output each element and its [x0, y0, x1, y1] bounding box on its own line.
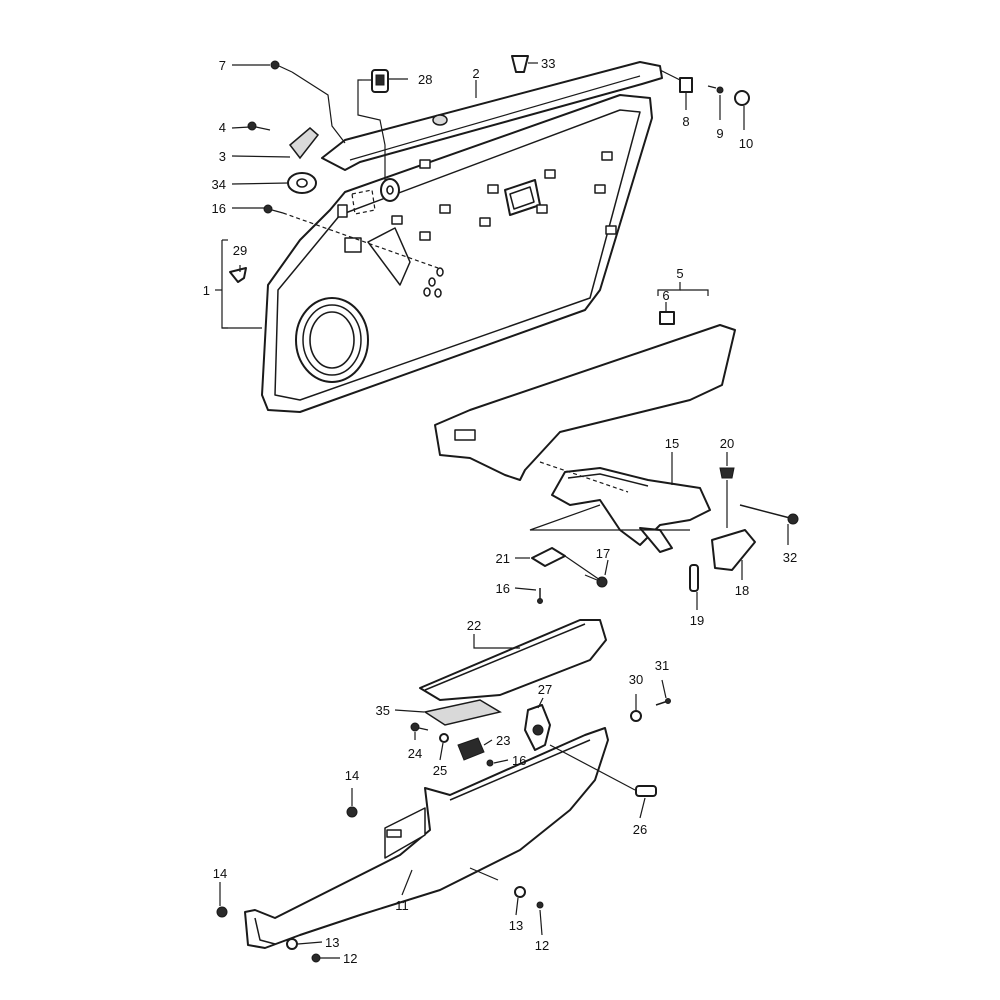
threaded-stud: [719, 467, 735, 479]
bolt: [635, 785, 657, 797]
callout-22: 22: [467, 618, 481, 633]
callout-25: 25: [433, 763, 447, 778]
mount-plate: [531, 547, 566, 567]
callout-9: 9: [716, 126, 723, 141]
door-handle-cup: [288, 127, 320, 160]
window-trim-strip: [321, 61, 663, 171]
callout-17: 17: [596, 546, 610, 561]
callout-26: 26: [633, 822, 647, 837]
callout-24: 24: [408, 746, 422, 761]
door-pocket: [244, 727, 609, 949]
callout-18: 18: [735, 583, 749, 598]
callout-2: 2: [472, 66, 479, 81]
callout-27: 27: [538, 682, 552, 697]
callout-33: 33: [541, 56, 555, 71]
callout-7: 7: [219, 58, 226, 73]
callout-14-lower: 14: [213, 866, 227, 881]
pivot-pin: [689, 564, 699, 592]
callout-14-upper: 14: [345, 768, 359, 783]
callout-16-lower: 16: [512, 753, 526, 768]
pull-handle: [551, 467, 711, 553]
callout-23: 23: [496, 733, 510, 748]
leader-lines: [215, 62, 789, 959]
callout-20: 20: [720, 436, 734, 451]
callout-16-middle: 16: [496, 581, 510, 596]
pocket-fasteners: [216, 806, 544, 963]
callout-35: 35: [376, 703, 390, 718]
armrest-pad: [419, 619, 607, 701]
long-screw: [739, 504, 799, 525]
trim-clip: [371, 69, 389, 93]
callout-15: 15: [665, 436, 679, 451]
door-panel: [261, 94, 653, 413]
push-clip: [229, 267, 247, 283]
callout-32: 32: [783, 550, 797, 565]
spring-clips: [423, 267, 444, 298]
trim-plug: [511, 55, 529, 73]
bracket: [679, 77, 693, 93]
callout-29: 29: [233, 243, 247, 258]
handle-cup: [711, 529, 756, 571]
callout-13-left: 13: [325, 935, 339, 950]
cover-cap: [734, 90, 750, 106]
callout-16-top: 16: [212, 201, 226, 216]
callout-31: 31: [655, 658, 669, 673]
callout-4: 4: [219, 120, 226, 135]
callout-11: 11: [395, 898, 409, 913]
screws-middle: [537, 574, 608, 604]
armrest-cover: [434, 311, 736, 481]
washer-screw: [630, 698, 671, 722]
callout-10: 10: [739, 136, 753, 151]
callout-13-right: 13: [509, 918, 523, 933]
callout-6: 6: [662, 288, 669, 303]
callout-30: 30: [629, 672, 643, 687]
fasteners-lower: [410, 722, 494, 767]
callout-21: 21: [496, 551, 510, 566]
armrest-foam: [423, 699, 502, 726]
clip-block: [457, 737, 485, 761]
round-clip: [380, 178, 400, 202]
callout-5: 5: [676, 266, 683, 281]
callout-19: 19: [690, 613, 704, 628]
callout-3: 3: [219, 149, 226, 164]
callout-34: 34: [212, 177, 226, 192]
callout-1: 1: [203, 283, 210, 298]
screws-upper: [247, 60, 724, 214]
latch-mechanism: [524, 704, 551, 751]
callout-12-right: 12: [535, 938, 549, 953]
callout-12-left: 12: [343, 951, 357, 966]
grommet: [287, 172, 317, 194]
callout-8: 8: [682, 114, 689, 129]
callout-28: 28: [418, 72, 432, 87]
callout-labels: 7 28 2 33 4 3 34 16 29 1 8 9 10 5 6 15 2…: [203, 56, 797, 966]
